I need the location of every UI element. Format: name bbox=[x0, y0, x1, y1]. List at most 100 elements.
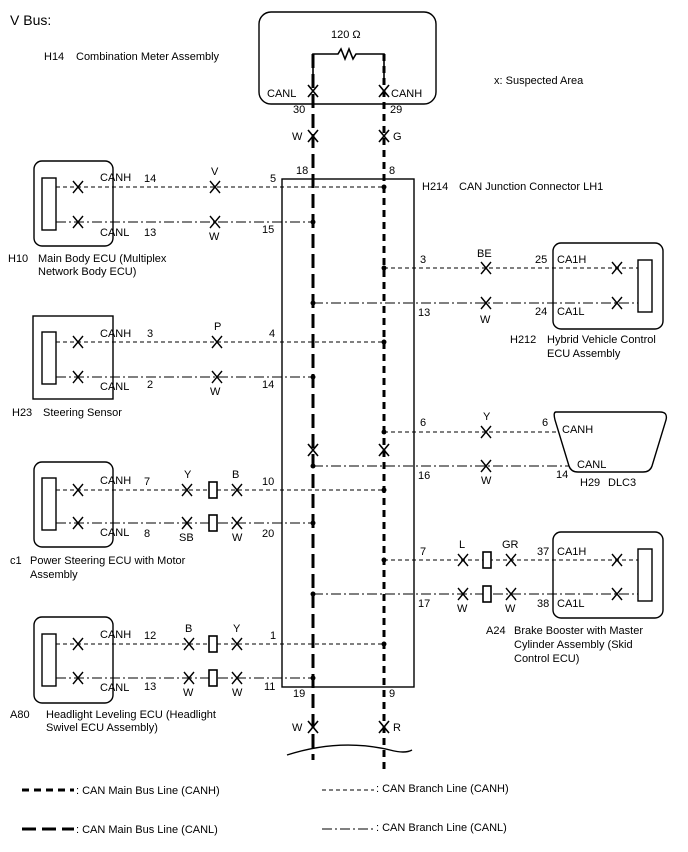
ecu-canh-label: CANH bbox=[100, 629, 131, 641]
ecu-connector bbox=[41, 177, 57, 231]
meter-canl-label: CANL bbox=[267, 88, 296, 100]
wire-color: Y bbox=[233, 623, 241, 635]
splice-point bbox=[310, 463, 316, 469]
ecu-canh-label: CA1H bbox=[557, 254, 586, 266]
junction-pin: 16 bbox=[418, 470, 430, 482]
ecu-connector bbox=[637, 548, 653, 602]
wire-color: W bbox=[480, 314, 491, 326]
ecu-name: Main Body ECU (Multiplex bbox=[38, 253, 167, 265]
splice-point bbox=[310, 675, 316, 681]
harness-break bbox=[286, 744, 413, 756]
ecu-canl-label: CANL bbox=[577, 459, 606, 471]
ecu-name: DLC3 bbox=[608, 477, 636, 489]
wire-color: W bbox=[481, 475, 492, 487]
dlc3-connector: 6 16 Y W 6 14 CANH CANL H29 DLC3 bbox=[310, 411, 668, 489]
meter-code: H14 bbox=[44, 51, 64, 63]
splice-point bbox=[310, 520, 316, 526]
ecu-code: c1 bbox=[10, 555, 22, 567]
ecu-canh-label: CANH bbox=[562, 424, 593, 436]
splice-point bbox=[381, 641, 387, 647]
junction-pin: 7 bbox=[420, 546, 426, 558]
ecu-canh-label: CANH bbox=[100, 328, 131, 340]
ecu-pin: 7 bbox=[144, 476, 150, 488]
wire-color: W bbox=[183, 687, 194, 699]
splice-point bbox=[381, 265, 387, 271]
wire-color: B bbox=[185, 623, 192, 635]
wire-color: R bbox=[393, 722, 401, 734]
meter-box bbox=[258, 11, 437, 105]
ecu-name: Brake Booster with Master bbox=[514, 625, 643, 637]
junction-pin: 9 bbox=[389, 688, 395, 700]
splice-point bbox=[381, 339, 387, 345]
splice-point bbox=[381, 487, 387, 493]
junction-pin: 18 bbox=[296, 165, 308, 177]
ecu-canl-label: CA1L bbox=[557, 306, 585, 318]
ecu-name: Power Steering ECU with Motor bbox=[30, 555, 186, 567]
hybrid-vehicle-control-ecu: 3 13 BE W 25 24 CA1H CA1L H212 Hybrid Ve… bbox=[310, 242, 664, 360]
ecu-name: ECU Assembly bbox=[547, 348, 621, 360]
splice-point bbox=[310, 374, 316, 380]
ecu-pin: 24 bbox=[535, 306, 547, 318]
ecu-pin: 14 bbox=[144, 173, 156, 185]
junction-code: H214 bbox=[422, 181, 448, 193]
wire-color: W bbox=[292, 722, 303, 734]
wire-color: W bbox=[292, 131, 303, 143]
wire-color: W bbox=[209, 231, 220, 243]
wire-color: P bbox=[214, 321, 221, 333]
brake-booster-ecu: 7 17 L GR W W 37 38 CA1H CA1L A24 Brake … bbox=[310, 531, 664, 665]
ecu-connector bbox=[637, 259, 653, 313]
ecu-pin: 12 bbox=[144, 630, 156, 642]
diagram-title: V Bus: bbox=[10, 12, 51, 28]
inline-connector bbox=[482, 585, 492, 603]
headlight-leveling-ecu: CANH CANL 12 13 B Y W W 1 11 A80 Headlig… bbox=[10, 616, 387, 734]
legend-main-canh: : CAN Main Bus Line (CANH) bbox=[76, 785, 220, 797]
ecu-canl-label: CANL bbox=[100, 227, 129, 239]
meter-pin-h: 29 bbox=[390, 104, 402, 116]
wire-color: Y bbox=[483, 411, 491, 423]
junction-pin: 10 bbox=[262, 476, 274, 488]
ecu-name: Cylinder Assembly (Skid bbox=[514, 639, 633, 651]
wire-color: B bbox=[232, 469, 239, 481]
ecu-name: Network Body ECU) bbox=[38, 266, 136, 278]
ecu-name: Hybrid Vehicle Control bbox=[547, 334, 656, 346]
legend-branch-canl: : CAN Branch Line (CANL) bbox=[376, 822, 507, 834]
ecu-canh-label: CANH bbox=[100, 172, 131, 184]
junction-pin: 6 bbox=[420, 417, 426, 429]
ecu-name: Swivel ECU Assembly) bbox=[46, 722, 158, 734]
junction-pin: 14 bbox=[262, 379, 274, 391]
suspect-mark bbox=[505, 553, 517, 567]
inline-connector bbox=[482, 551, 492, 569]
splice-point bbox=[310, 300, 316, 306]
splice-point bbox=[381, 557, 387, 563]
ecu-name: Control ECU) bbox=[514, 653, 579, 665]
legend-branch-canh: : CAN Branch Line (CANH) bbox=[376, 783, 509, 795]
ecu-pin: 2 bbox=[147, 379, 153, 391]
ecu-canh-label: CANH bbox=[100, 475, 131, 487]
ecu-pin: 6 bbox=[542, 417, 548, 429]
ecu-connector bbox=[41, 477, 57, 531]
junction-pin: 3 bbox=[420, 254, 426, 266]
ecu-code: A80 bbox=[10, 709, 30, 721]
junction-pin: 11 bbox=[264, 681, 275, 693]
ecu-box bbox=[552, 242, 664, 330]
suspected-area-note: x: Suspected Area bbox=[494, 75, 584, 87]
dlc3-shape bbox=[553, 411, 668, 473]
ecu-pin: 13 bbox=[144, 227, 156, 239]
ecu-canl-label: CANL bbox=[100, 381, 129, 393]
ecu-pin: 25 bbox=[535, 254, 547, 266]
junction-pin: 17 bbox=[418, 598, 430, 610]
wire-color: W bbox=[210, 386, 221, 398]
meter-pin-l: 30 bbox=[293, 104, 305, 116]
wire-color: G bbox=[393, 131, 402, 143]
ecu-pin: 8 bbox=[144, 528, 150, 540]
inline-connector bbox=[208, 481, 218, 499]
ecu-box bbox=[552, 531, 664, 619]
ecu-pin: 13 bbox=[144, 681, 156, 693]
ecu-pin: 38 bbox=[537, 598, 549, 610]
ecu-name: Headlight Leveling ECU (Headlight bbox=[46, 709, 216, 721]
ecu-code: H212 bbox=[510, 334, 536, 346]
junction-pin: 4 bbox=[269, 328, 275, 340]
meter-canh-label: CANH bbox=[391, 88, 422, 100]
splice-point bbox=[381, 184, 387, 190]
